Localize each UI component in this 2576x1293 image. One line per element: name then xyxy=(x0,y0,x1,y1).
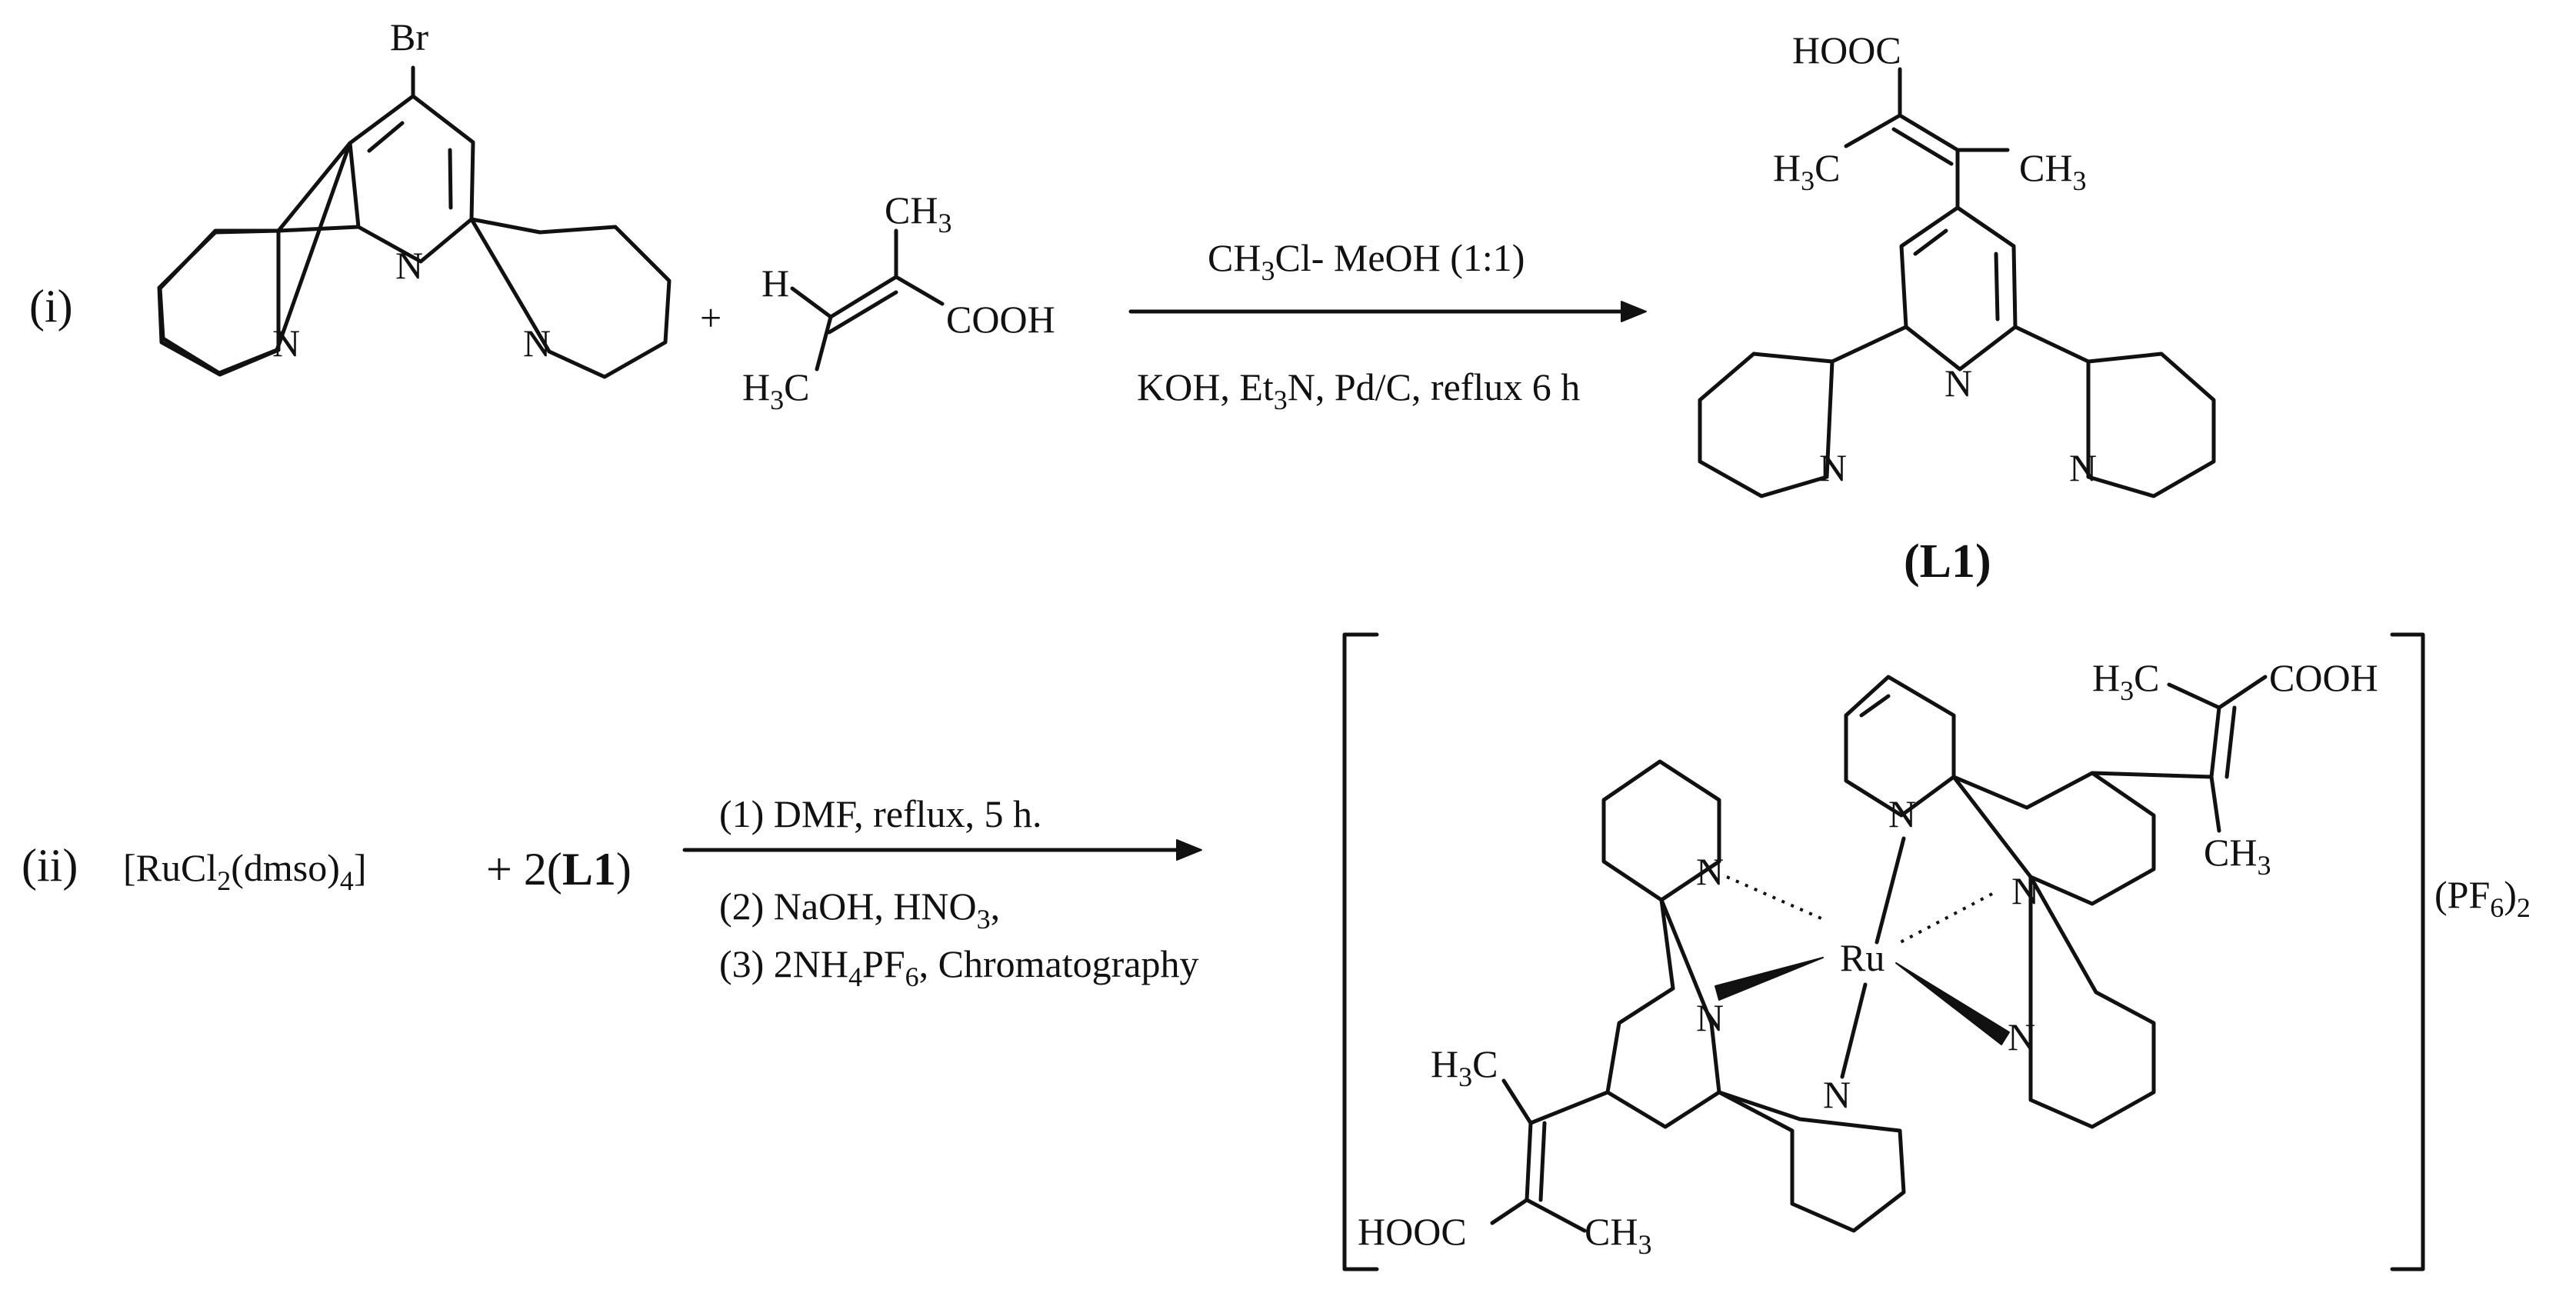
n-label-ll3: N xyxy=(1823,1073,1851,1116)
cooh-label: COOH xyxy=(946,298,1055,341)
n-left-label-l1: N xyxy=(1819,446,1847,489)
plus-2-l1: + 2(L1) xyxy=(486,844,632,895)
h3c-label-ur: H3C xyxy=(2092,656,2159,706)
ru-precursor: [RuCl2(dmso)4] xyxy=(123,846,367,896)
condition-2: (2) NaOH, HNO3, xyxy=(719,885,1000,935)
condition-3: (3) 2NH4PF6, Chromatography xyxy=(719,942,1198,992)
right-pyridine-ring xyxy=(469,217,671,379)
ligand-l1-name: (L1) xyxy=(1904,535,1991,588)
h3c-label-ll: H3C xyxy=(1431,1042,1498,1092)
n-label-ur3: N xyxy=(2008,1015,2035,1058)
cooh-label-ur: COOH xyxy=(2269,656,2378,699)
ch3-label-ll: CH3 xyxy=(1585,1210,1651,1260)
condition-1: (1) DMF, reflux, 5 h. xyxy=(719,792,1042,835)
hooc-label: HOOC xyxy=(1792,28,1901,72)
plus-sign-i: + xyxy=(700,296,721,339)
n-center-label-l1: N xyxy=(1944,362,1972,405)
ligand-l1: HOOC H3C CH3 N N N xyxy=(1698,28,2216,498)
n-label-ll1: N xyxy=(1696,850,1724,893)
n-label-ur2: N xyxy=(2011,869,2039,912)
h-label: H xyxy=(761,262,789,305)
conditions-bottom-i: KOH, Et3N, Pd/C, reflux 6 h xyxy=(1137,365,1580,415)
central-pyridine-ring xyxy=(348,94,475,264)
n-right-label: N xyxy=(523,322,551,365)
step-ii-label: (ii) xyxy=(22,840,78,891)
step-i-label: (i) xyxy=(29,281,73,332)
ch3-label-l1: CH3 xyxy=(2019,146,2086,196)
left-bracket xyxy=(1342,632,1379,1271)
n-center-label: N xyxy=(395,244,423,287)
br-label: Br xyxy=(390,15,428,58)
reaction-arrow-ii xyxy=(682,839,1202,861)
n-right-label-l1: N xyxy=(2069,446,2097,489)
h3c-label: H3C xyxy=(742,365,809,415)
h3c-label-l1: H3C xyxy=(1773,146,1840,196)
ch3-label-ur: CH3 xyxy=(2204,831,2271,881)
conditions-top-i: CH3Cl- MeOH (1:1) xyxy=(1208,236,1525,286)
right-bracket xyxy=(2390,632,2425,1271)
ch3-label: CH3 xyxy=(885,188,951,238)
n-label-ur1: N xyxy=(1888,792,1916,835)
ru-complex: Ru N N H3C COOH CH3 N N N N xyxy=(1358,656,2378,1260)
hooc-label-ll: HOOC xyxy=(1358,1210,1467,1253)
n-label-ll2: N xyxy=(1696,996,1724,1039)
bromo-terpyridine: Br N N N xyxy=(157,15,671,379)
tiglic-acid: H CH3 COOH H3C xyxy=(742,188,1055,415)
reaction-arrow-i xyxy=(1128,301,1647,322)
counter-ion: (PF6)2 xyxy=(2434,873,2531,923)
n-left-label: N xyxy=(272,322,300,365)
